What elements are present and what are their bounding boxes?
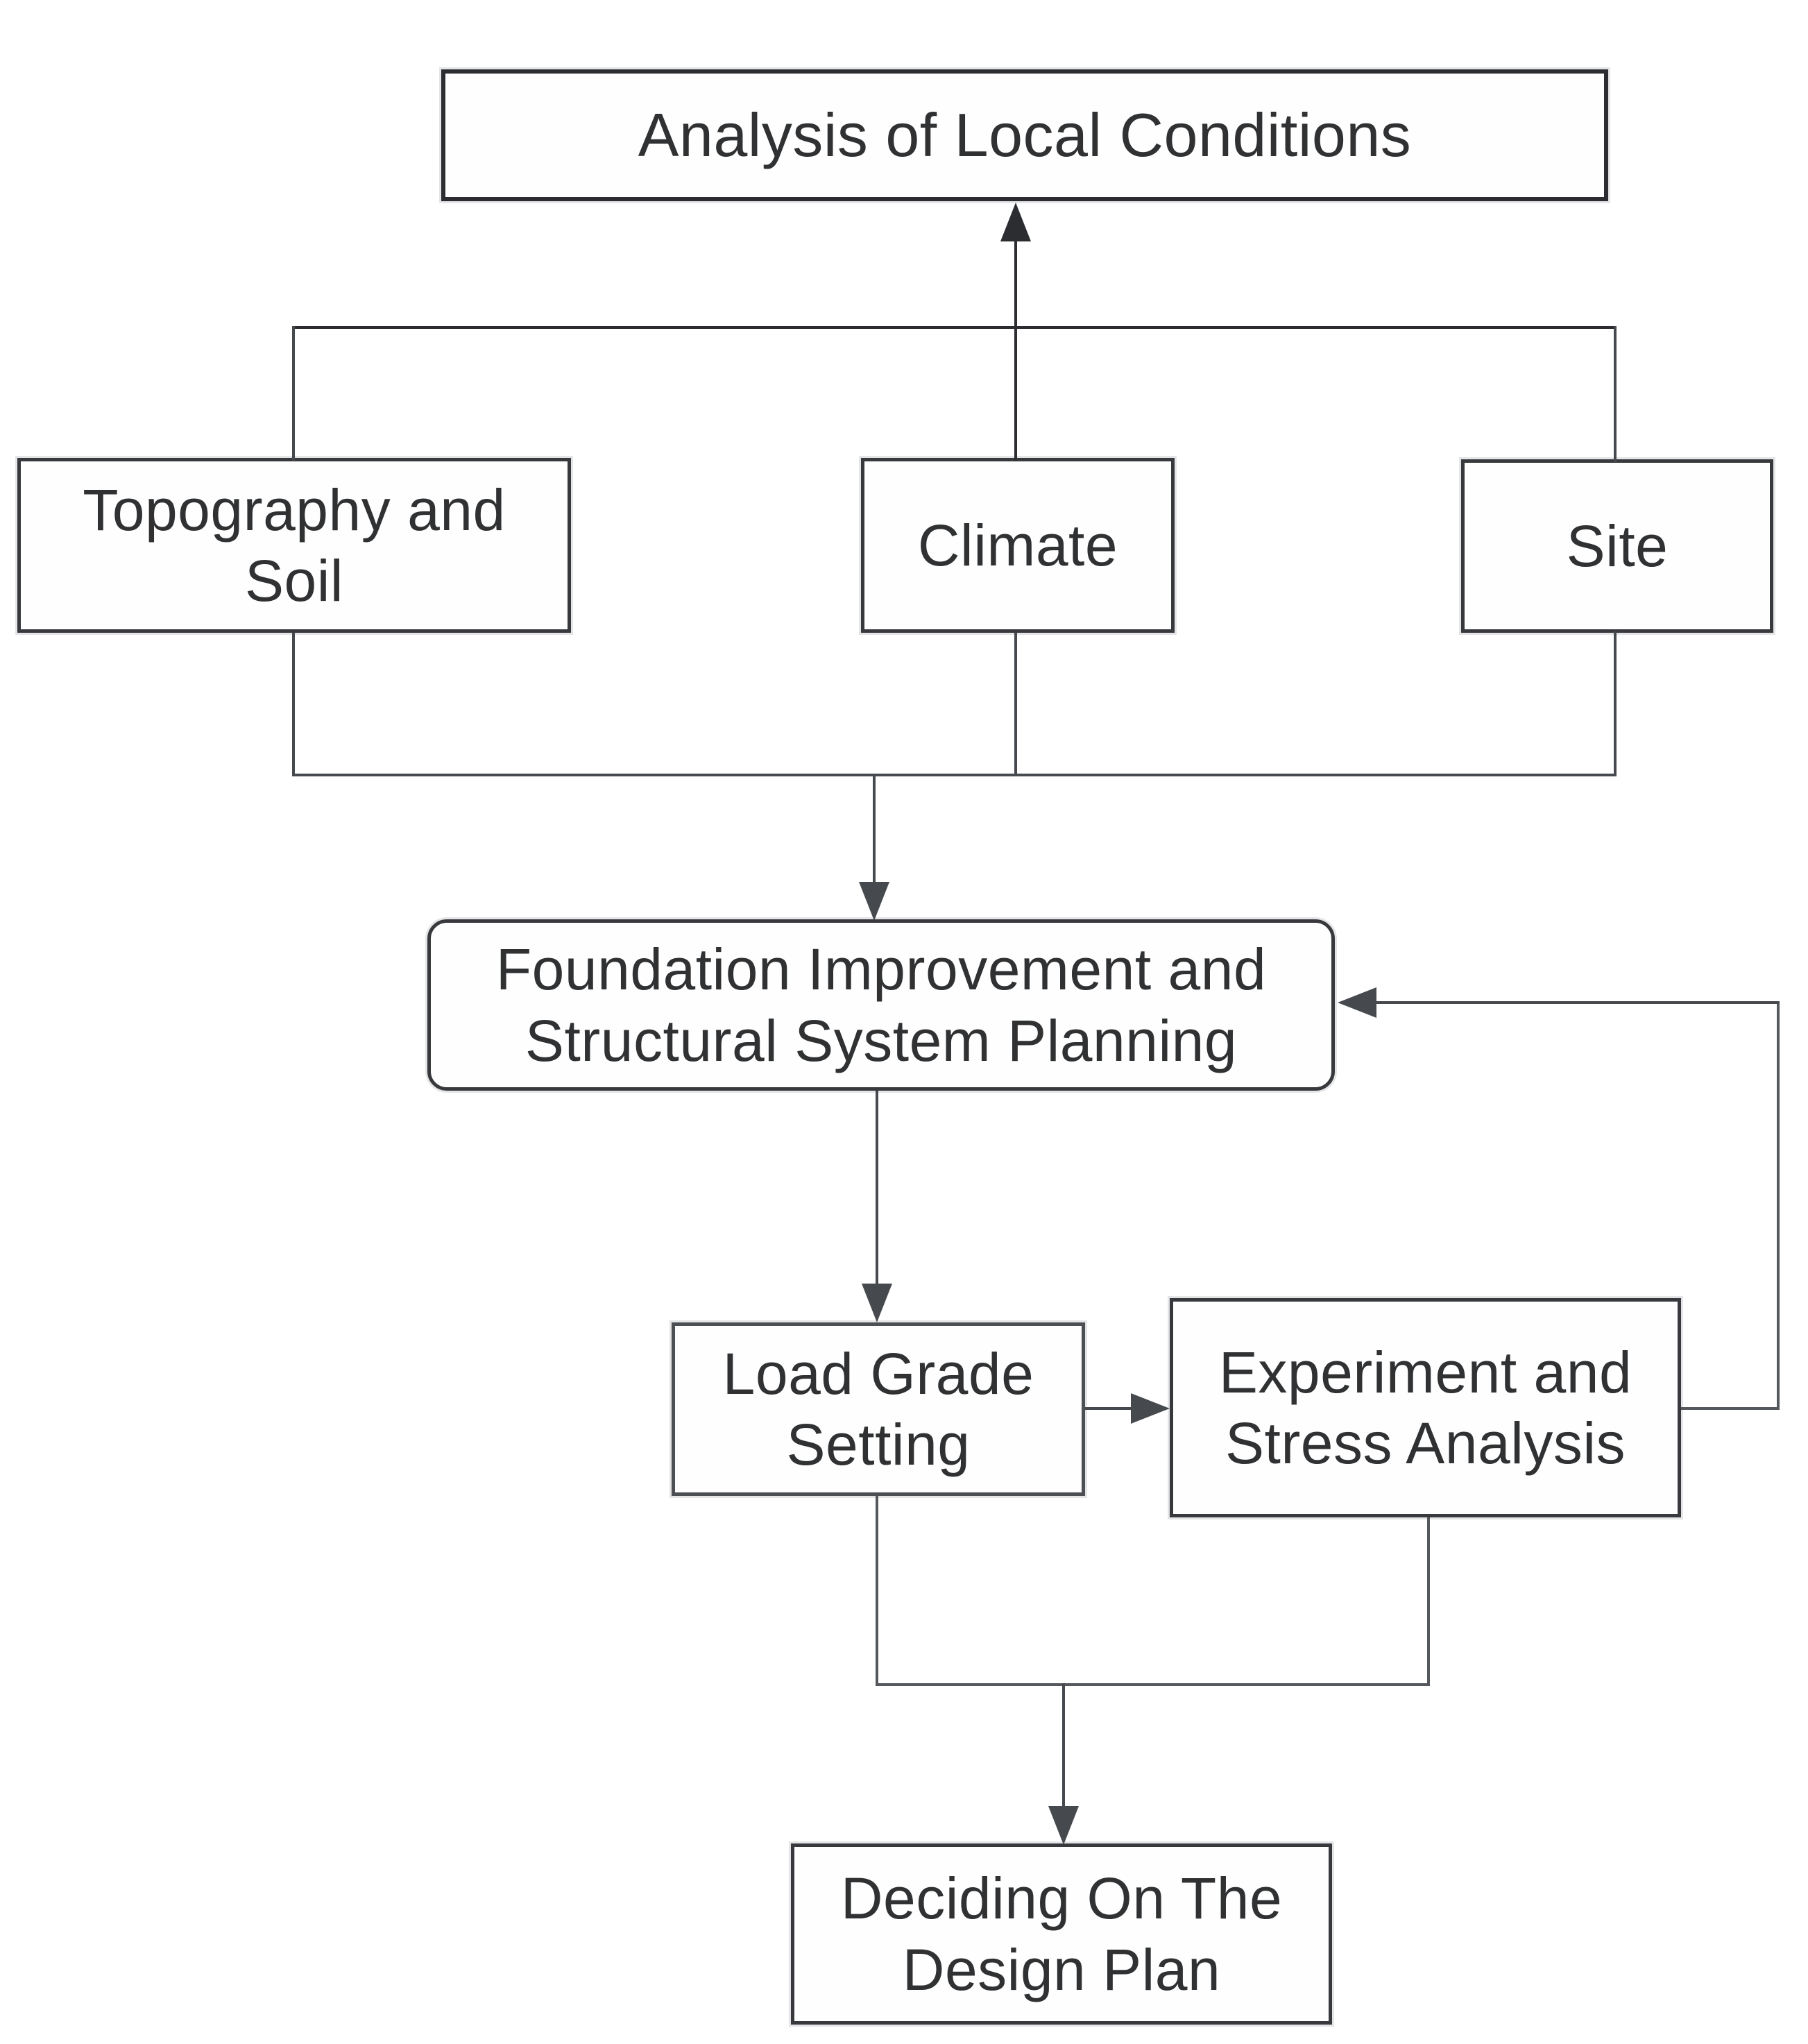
feedback-right-line [1777,1001,1780,1410]
topography-down-line [292,633,295,776]
bracket-left-upper-line [292,326,295,461]
climate-down-line [1014,633,1017,776]
node-foundation-label: Foundation Improvement and Structural Sy… [495,937,1267,1073]
node-foundation-improvement: Foundation Improvement and Structural Sy… [427,919,1335,1091]
node-experiment-label: Experiment and Stress Analysis [1218,1339,1632,1476]
node-deciding-on-design-plan: Deciding On The Design Plan [791,1843,1332,2025]
edge-sources-to-analysis-line [1014,208,1017,461]
node-deciding-label: Deciding On The Design Plan [840,1866,1283,2002]
experiment-down-line [1427,1517,1430,1686]
merge-to-deciding-line [1062,1683,1065,1808]
foundation-to-load-arrowhead [862,1284,892,1322]
bracket-top-line [292,326,1617,329]
node-site: Site [1461,459,1773,633]
load-to-experiment-arrowhead [1131,1393,1170,1424]
sources-to-analysis-arrowhead [1000,203,1031,241]
bracket-bottom-line [292,774,1617,776]
site-down-line [1614,631,1617,776]
node-analysis-of-local-conditions: Analysis of Local Conditions [441,69,1608,201]
node-climate-label: Climate [917,512,1118,578]
load-down-line [876,1496,878,1686]
node-site-label: Site [1566,513,1669,579]
node-experiment-stress-analysis: Experiment and Stress Analysis [1170,1298,1681,1517]
node-climate: Climate [861,458,1175,633]
sources-to-foundation-line [873,774,876,883]
foundation-to-load-line [876,1091,878,1285]
node-topography-label: Topography and Soil [83,477,506,613]
node-analysis-label: Analysis of Local Conditions [638,101,1412,170]
experiment-to-foundation-arrowhead [1338,987,1376,1018]
node-load-label: Load Grade Setting [722,1340,1034,1477]
feedback-top-line [1374,1001,1780,1004]
sources-to-foundation-arrowhead [859,882,889,921]
merge-to-deciding-arrowhead [1048,1806,1079,1845]
load-to-experiment-line [1085,1407,1135,1410]
merge-line [876,1683,1430,1686]
node-topography-and-soil: Topography and Soil [17,458,571,633]
node-load-grade-setting: Load Grade Setting [672,1322,1085,1496]
bracket-right-upper-line [1614,326,1617,462]
feedback-bottom-line [1681,1407,1780,1410]
